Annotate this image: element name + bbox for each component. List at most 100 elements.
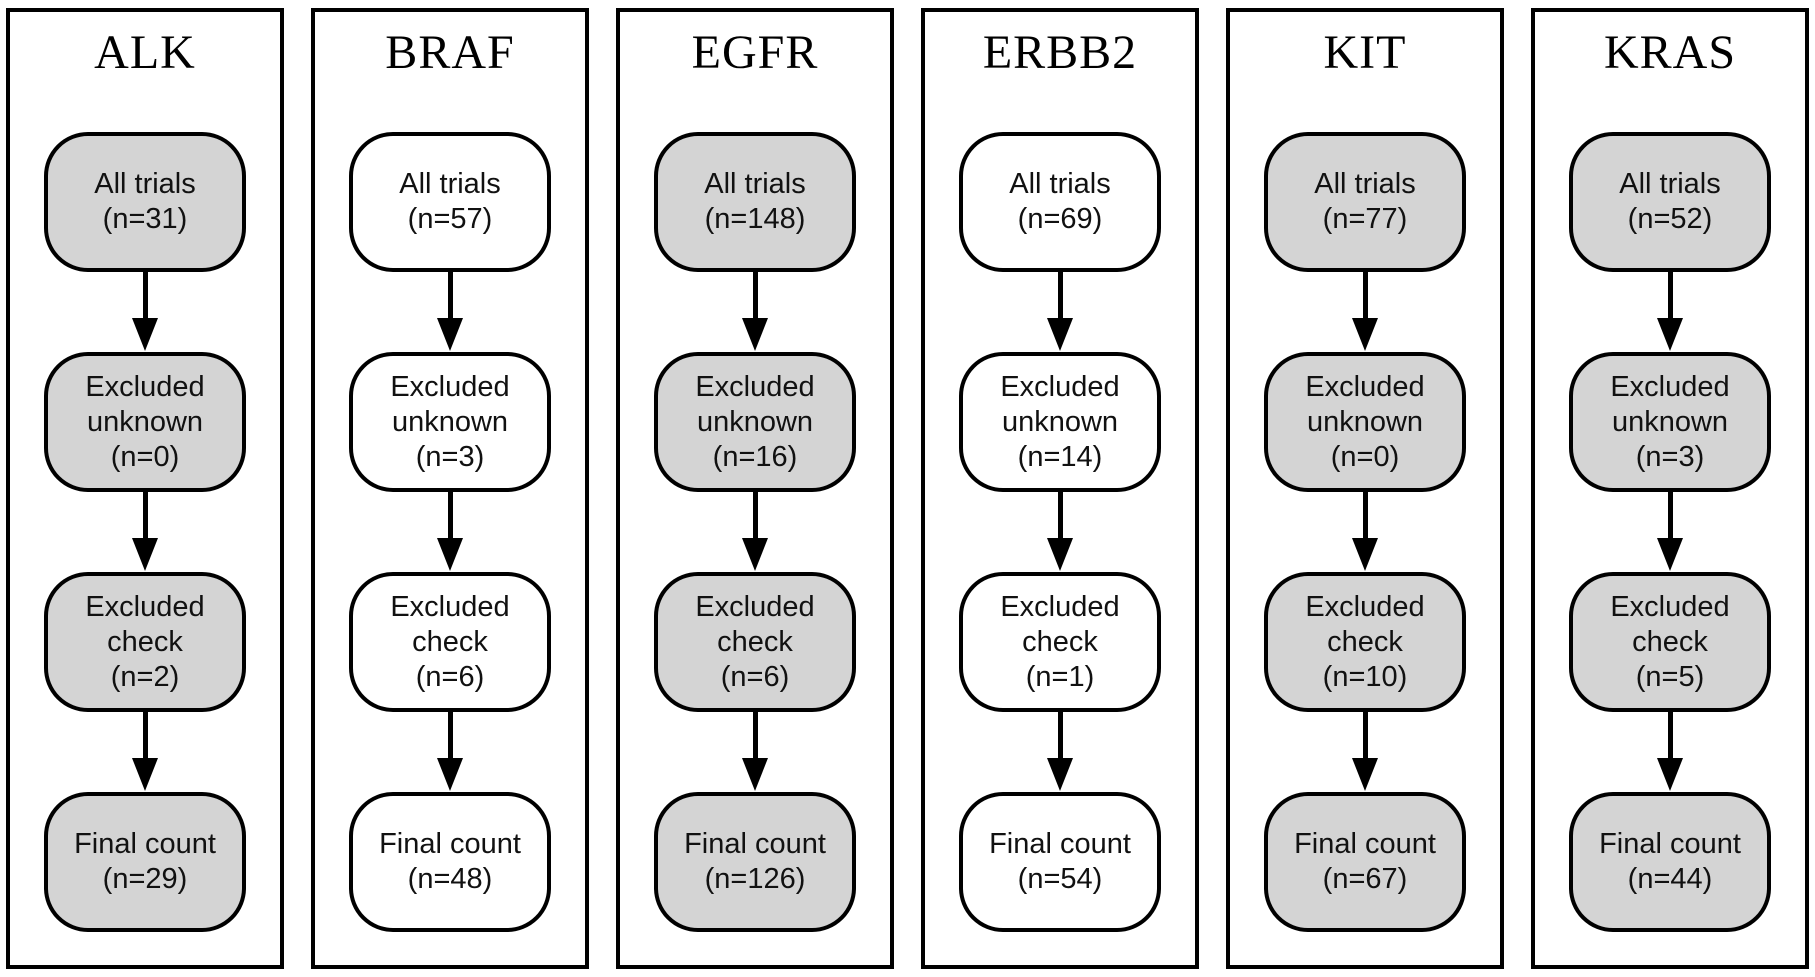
node-count: (n=29): [102, 863, 188, 895]
node-label: All trials: [94, 168, 196, 200]
node-label: Excluded check: [1305, 590, 1425, 658]
arrow-down-icon: [742, 272, 768, 352]
node-label: Excluded check: [1000, 590, 1120, 658]
arrow-down-icon: [437, 272, 463, 352]
panel-title: KRAS: [1603, 26, 1737, 79]
node-excluded-check: Excluded check (n=6): [653, 572, 857, 712]
panel-braf: BRAF All trials (n=57) Excluded unknown …: [311, 8, 589, 969]
arrow-down-icon: [1047, 712, 1073, 792]
node-label: All trials: [1619, 168, 1721, 200]
arrow-down-icon: [1352, 272, 1378, 352]
node-all-trials: All trials (n=31): [43, 132, 247, 272]
node-count: (n=3): [1635, 440, 1705, 473]
arrow-down-icon: [132, 492, 158, 572]
node-count: (n=31): [102, 203, 188, 235]
node-label: Excluded unknown: [695, 370, 815, 438]
node-final-count: Final count (n=67): [1263, 792, 1467, 932]
node-all-trials: All trials (n=69): [958, 132, 1162, 272]
node-count: (n=14): [1017, 440, 1103, 473]
node-count: (n=148): [704, 203, 806, 235]
node-label: Excluded check: [695, 590, 815, 658]
node-count: (n=0): [110, 440, 180, 473]
node-label: Excluded check: [1610, 590, 1730, 658]
node-final-count: Final count (n=126): [653, 792, 857, 932]
node-excluded-unknown: Excluded unknown (n=16): [653, 352, 857, 492]
arrow-down-icon: [1352, 712, 1378, 792]
node-count: (n=10): [1322, 660, 1408, 693]
node-label: Final count: [684, 828, 826, 860]
node-excluded-check: Excluded check (n=6): [348, 572, 552, 712]
panel-title: ALK: [94, 26, 196, 79]
panel-title: KIT: [1323, 26, 1407, 79]
arrow-down-icon: [742, 492, 768, 572]
arrow-down-icon: [132, 712, 158, 792]
node-count: (n=48): [407, 863, 493, 895]
node-final-count: Final count (n=48): [348, 792, 552, 932]
node-excluded-check: Excluded check (n=2): [43, 572, 247, 712]
node-label: Final count: [1294, 828, 1436, 860]
node-count: (n=69): [1017, 203, 1103, 235]
node-all-trials: All trials (n=57): [348, 132, 552, 272]
arrow-down-icon: [1657, 492, 1683, 572]
panel-kras: KRAS All trials (n=52) Excluded unknown …: [1531, 8, 1809, 969]
arrow-down-icon: [1047, 492, 1073, 572]
node-label: Excluded unknown: [1000, 370, 1120, 438]
node-all-trials: All trials (n=148): [653, 132, 857, 272]
node-label: Excluded check: [85, 590, 205, 658]
panel-title: BRAF: [385, 26, 515, 79]
node-label: Final count: [1599, 828, 1741, 860]
node-count: (n=6): [720, 660, 790, 693]
node-count: (n=77): [1322, 203, 1408, 235]
node-label: Excluded unknown: [85, 370, 205, 438]
node-count: (n=3): [415, 440, 485, 473]
node-excluded-check: Excluded check (n=5): [1568, 572, 1772, 712]
node-count: (n=54): [1017, 863, 1103, 895]
node-label: Excluded check: [390, 590, 510, 658]
node-label: Excluded unknown: [1305, 370, 1425, 438]
node-count: (n=126): [704, 863, 806, 895]
panel-title: ERBB2: [982, 26, 1138, 79]
node-label: Final count: [989, 828, 1131, 860]
node-label: All trials: [1009, 168, 1111, 200]
node-label: All trials: [704, 168, 806, 200]
arrow-down-icon: [742, 712, 768, 792]
node-final-count: Final count (n=29): [43, 792, 247, 932]
arrow-down-icon: [437, 712, 463, 792]
node-label: Excluded unknown: [1610, 370, 1730, 438]
arrow-down-icon: [132, 272, 158, 352]
node-excluded-unknown: Excluded unknown (n=3): [348, 352, 552, 492]
arrow-down-icon: [1352, 492, 1378, 572]
panel-title: EGFR: [691, 26, 819, 79]
node-count: (n=1): [1025, 660, 1095, 693]
node-count: (n=67): [1322, 863, 1408, 895]
node-count: (n=52): [1627, 203, 1713, 235]
node-excluded-check: Excluded check (n=10): [1263, 572, 1467, 712]
node-excluded-unknown: Excluded unknown (n=0): [1263, 352, 1467, 492]
node-count: (n=44): [1627, 863, 1713, 895]
node-excluded-check: Excluded check (n=1): [958, 572, 1162, 712]
node-label: All trials: [1314, 168, 1416, 200]
panel-alk: ALK All trials (n=31) Excluded unknown (…: [6, 8, 284, 969]
node-count: (n=2): [110, 660, 180, 693]
node-all-trials: All trials (n=52): [1568, 132, 1772, 272]
arrow-down-icon: [437, 492, 463, 572]
arrow-down-icon: [1657, 272, 1683, 352]
node-count: (n=0): [1330, 440, 1400, 473]
node-label: All trials: [399, 168, 501, 200]
panel-erbb2: ERBB2 All trials (n=69) Excluded unknown…: [921, 8, 1199, 969]
node-count: (n=57): [407, 203, 493, 235]
node-count: (n=16): [712, 440, 798, 473]
arrow-down-icon: [1047, 272, 1073, 352]
panel-kit: KIT All trials (n=77) Excluded unknown (…: [1226, 8, 1504, 969]
node-count: (n=5): [1635, 660, 1705, 693]
panel-egfr: EGFR All trials (n=148) Excluded unknown…: [616, 8, 894, 969]
node-final-count: Final count (n=54): [958, 792, 1162, 932]
node-excluded-unknown: Excluded unknown (n=3): [1568, 352, 1772, 492]
node-all-trials: All trials (n=77): [1263, 132, 1467, 272]
node-label: Final count: [379, 828, 521, 860]
node-count: (n=6): [415, 660, 485, 693]
node-label: Final count: [74, 828, 216, 860]
node-final-count: Final count (n=44): [1568, 792, 1772, 932]
arrow-down-icon: [1657, 712, 1683, 792]
